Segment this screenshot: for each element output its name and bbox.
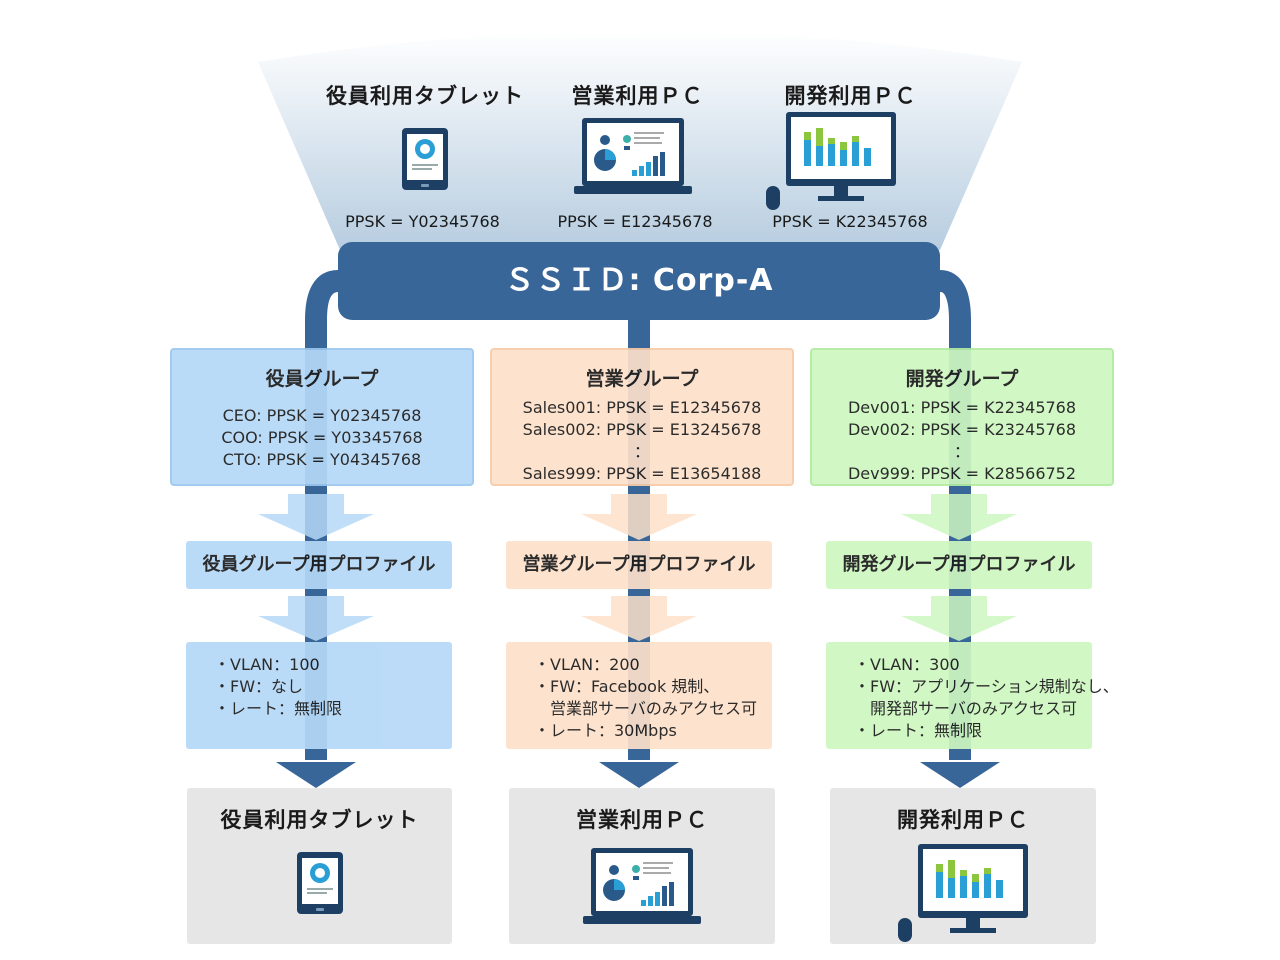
profile-executive: 役員グループ用プロファイル xyxy=(186,541,452,589)
setting-line: ・レート：無制限 xyxy=(854,721,983,740)
group-line: Sales002: PPSK = E13245678 xyxy=(522,420,762,439)
arrow-dev-1 xyxy=(901,494,1017,540)
setting-line: ・VLAN：200 xyxy=(534,655,640,674)
laptop-icon xyxy=(583,848,701,924)
laptop-icon xyxy=(574,118,692,194)
arrow-sales-1 xyxy=(581,494,697,540)
setting-line: ・FW：なし xyxy=(214,677,304,696)
arrowhead-dev xyxy=(920,762,1000,788)
tablet-icon xyxy=(402,128,448,190)
group-box-sales: 営業グループ Sales001: PPSK = E12345678 Sales0… xyxy=(490,348,794,486)
profile-sales: 営業グループ用プロファイル xyxy=(506,541,772,589)
group-line: Dev002: PPSK = K23245768 xyxy=(847,420,1077,439)
group-line: COO: PPSK = Y03345768 xyxy=(221,428,423,447)
arrow-dev-2 xyxy=(901,596,1017,641)
top-ppsk-tablet: PPSK = Y02345768 xyxy=(345,212,500,231)
group-line: Sales001: PPSK = E12345678 xyxy=(522,398,762,417)
group-line: CTO: PPSK = Y04345768 xyxy=(222,450,422,469)
desktop-icon xyxy=(766,112,896,210)
top-ppsk-dev-pc: PPSK = K22345768 xyxy=(772,212,928,231)
group-line: Sales999: PPSK = E13654188 xyxy=(522,464,762,483)
ssid-bar: ＳＳＩＤ: Corp-A xyxy=(338,242,940,320)
arrow-exec-1 xyxy=(258,494,374,540)
arrowhead-exec xyxy=(276,762,356,788)
settings-sales: ・VLAN：200 ・FW：Facebook 規制、 営業部サーバのみアクセス可… xyxy=(506,642,772,749)
setting-line: ・レート：30Mbps xyxy=(534,721,677,740)
target-title: 役員利用タブレット xyxy=(220,808,419,832)
group-title: 役員グループ xyxy=(265,368,379,390)
target-sales: 営業利用ＰＣ xyxy=(509,788,775,944)
group-line: Dev999: PPSK = K28566752 xyxy=(847,464,1077,483)
group-title: 開発グループ xyxy=(905,368,1019,390)
setting-line: ・レート：無制限 xyxy=(214,699,343,718)
setting-line: ・FW：Facebook 規制、 xyxy=(534,677,720,696)
target-title: 営業利用ＰＣ xyxy=(576,808,708,832)
group-line: Dev001: PPSK = K22345768 xyxy=(847,398,1077,417)
setting-line: ・VLAN：100 xyxy=(214,655,320,674)
setting-line: 開発部サーバのみアクセス可 xyxy=(854,699,1078,718)
group-box-development: 開発グループ Dev001: PPSK = K22345768 Dev002: … xyxy=(810,348,1114,486)
top-ppsk-sales-pc: PPSK = E12345678 xyxy=(557,212,713,231)
settings-executive: ・VLAN：100 ・FW：なし ・レート：無制限 xyxy=(186,642,452,749)
group-line: ： xyxy=(953,442,970,461)
arrow-exec-2 xyxy=(258,596,374,641)
group-box-executive: 役員グループ CEO: PPSK = Y02345768 COO: PPSK =… xyxy=(170,348,474,486)
group-line: ： xyxy=(633,442,650,461)
setting-line: ・FW：アプリケーション規制なし、 xyxy=(854,677,1119,696)
top-device-label-tablet: 役員利用タブレット xyxy=(326,84,524,108)
tablet-icon xyxy=(296,852,343,914)
target-executive: 役員利用タブレット xyxy=(187,788,452,944)
desktop-icon xyxy=(898,844,1028,942)
group-line: CEO: PPSK = Y02345768 xyxy=(222,406,422,425)
top-device-label-dev-pc: 開発利用ＰＣ xyxy=(784,84,917,108)
setting-line: ・VLAN：300 xyxy=(854,655,960,674)
group-title: 営業グループ xyxy=(585,368,699,390)
target-title: 開発利用ＰＣ xyxy=(897,808,1029,832)
setting-line: 営業部サーバのみアクセス可 xyxy=(534,699,758,718)
settings-development: ・VLAN：300 ・FW：アプリケーション規制なし、 開発部サーバのみアクセス… xyxy=(826,642,1119,749)
arrow-sales-2 xyxy=(581,596,697,641)
target-development: 開発利用ＰＣ xyxy=(830,788,1096,944)
arrowhead-sales xyxy=(599,762,679,788)
top-device-label-sales-pc: 営業利用ＰＣ xyxy=(571,84,704,108)
profile-development: 開発グループ用プロファイル xyxy=(826,541,1092,589)
